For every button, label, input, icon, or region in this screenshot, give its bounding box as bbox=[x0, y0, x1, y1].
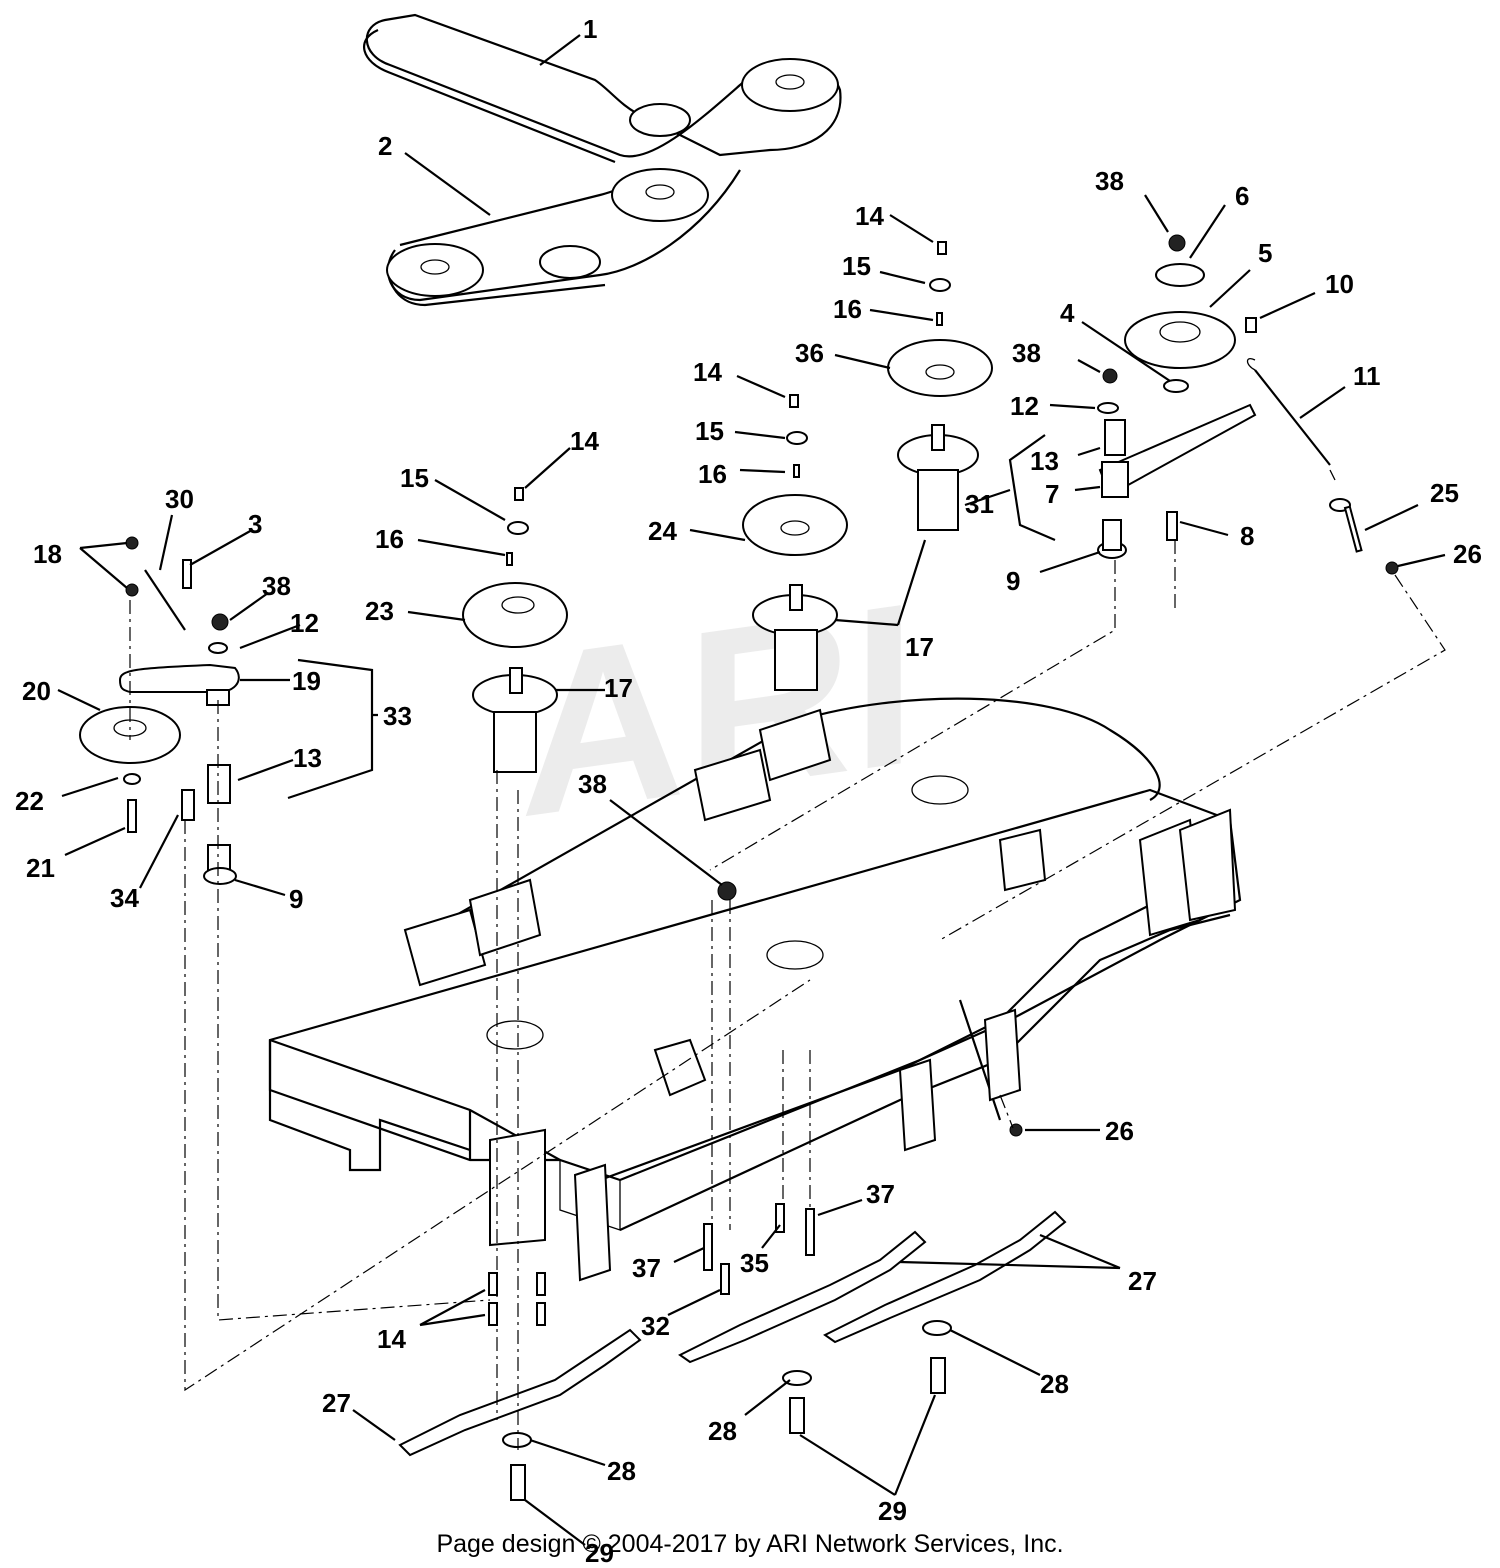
callout-19: 19 bbox=[292, 666, 321, 696]
callout-24: 24 bbox=[648, 516, 677, 546]
callout-1: 1 bbox=[583, 14, 597, 44]
callout-14: 14 bbox=[570, 426, 599, 456]
callout-27: 27 bbox=[322, 1388, 351, 1418]
callout-31: 31 bbox=[965, 489, 994, 519]
spindle-31 bbox=[897, 424, 979, 531]
callout-17: 17 bbox=[604, 673, 633, 703]
blades bbox=[398, 1210, 1067, 1501]
small-hardware bbox=[123, 241, 1399, 1326]
callout-12: 12 bbox=[1010, 391, 1039, 421]
spring-30 bbox=[144, 569, 186, 631]
callout-34: 34 bbox=[110, 883, 139, 913]
callout-8: 8 bbox=[1240, 521, 1254, 551]
callout-5: 5 bbox=[1258, 238, 1272, 268]
callout-11: 11 bbox=[1353, 361, 1381, 391]
callout-13: 13 bbox=[1030, 446, 1059, 476]
callout-38: 38 bbox=[1095, 166, 1124, 196]
mower-deck bbox=[268, 697, 1242, 1282]
callout-28: 28 bbox=[708, 1416, 737, 1446]
pulley-24 bbox=[742, 494, 848, 556]
spindle-17-right bbox=[752, 584, 838, 691]
callout-38: 38 bbox=[262, 571, 291, 601]
callout-27: 27 bbox=[1128, 1266, 1157, 1296]
idler-pulley-5 bbox=[1124, 234, 1236, 369]
callout-21: 21 bbox=[26, 853, 55, 883]
callout-28: 28 bbox=[607, 1456, 636, 1486]
callout-4: 4 bbox=[1060, 298, 1075, 328]
callout-9: 9 bbox=[289, 884, 303, 914]
callouts: 1 2 38 6 5 10 14 15 16 4 36 38 11 14 12 … bbox=[15, 14, 1482, 1568]
callout-7: 7 bbox=[1045, 479, 1059, 509]
callout-38: 38 bbox=[1012, 338, 1041, 368]
callout-37: 37 bbox=[866, 1179, 895, 1209]
callout-32: 32 bbox=[641, 1311, 670, 1341]
spindle-17-left bbox=[472, 667, 558, 773]
callout-15: 15 bbox=[400, 463, 429, 493]
callout-2: 2 bbox=[378, 131, 392, 161]
center-lines bbox=[129, 540, 1446, 1450]
callout-22: 22 bbox=[15, 786, 44, 816]
callout-17: 17 bbox=[905, 632, 934, 662]
spring-11 bbox=[1246, 358, 1336, 481]
callout-14: 14 bbox=[693, 357, 722, 387]
callout-12: 12 bbox=[290, 608, 319, 638]
callout-3: 3 bbox=[248, 509, 262, 539]
callout-14: 14 bbox=[855, 201, 884, 231]
callout-35: 35 bbox=[740, 1248, 769, 1278]
callout-20: 20 bbox=[22, 676, 51, 706]
callout-26: 26 bbox=[1453, 539, 1482, 569]
callout-38: 38 bbox=[578, 769, 607, 799]
callout-16: 16 bbox=[375, 524, 404, 554]
idler-arm-19 bbox=[118, 663, 240, 706]
callout-18: 18 bbox=[33, 539, 62, 569]
callout-29: 29 bbox=[585, 1538, 614, 1568]
callout-36: 36 bbox=[795, 338, 824, 368]
callout-9: 9 bbox=[1006, 566, 1020, 596]
callout-15: 15 bbox=[842, 251, 871, 281]
callout-6: 6 bbox=[1235, 181, 1249, 211]
callout-14: 14 bbox=[377, 1324, 406, 1354]
callout-13: 13 bbox=[293, 743, 322, 773]
belts bbox=[363, 13, 842, 307]
callout-30: 30 bbox=[165, 484, 194, 514]
callout-37: 37 bbox=[632, 1253, 661, 1283]
copyright-footer: Page design © 2004-2017 by ARI Network S… bbox=[436, 1530, 1064, 1558]
leader-lines bbox=[57, 34, 1446, 1546]
callout-23: 23 bbox=[365, 596, 394, 626]
idler-arm-7 bbox=[1097, 403, 1257, 559]
callout-25: 25 bbox=[1430, 478, 1459, 508]
callout-10: 10 bbox=[1325, 269, 1354, 299]
callout-33: 33 bbox=[383, 701, 412, 731]
callout-29: 29 bbox=[878, 1496, 907, 1526]
callout-15: 15 bbox=[695, 416, 724, 446]
pulley-36 bbox=[887, 339, 993, 397]
callout-16: 16 bbox=[833, 294, 862, 324]
pulley-23 bbox=[462, 582, 568, 648]
watermark-text: ARI bbox=[520, 553, 916, 865]
callout-28: 28 bbox=[1040, 1369, 1069, 1399]
callout-26: 26 bbox=[1105, 1116, 1134, 1146]
callout-16: 16 bbox=[698, 459, 727, 489]
